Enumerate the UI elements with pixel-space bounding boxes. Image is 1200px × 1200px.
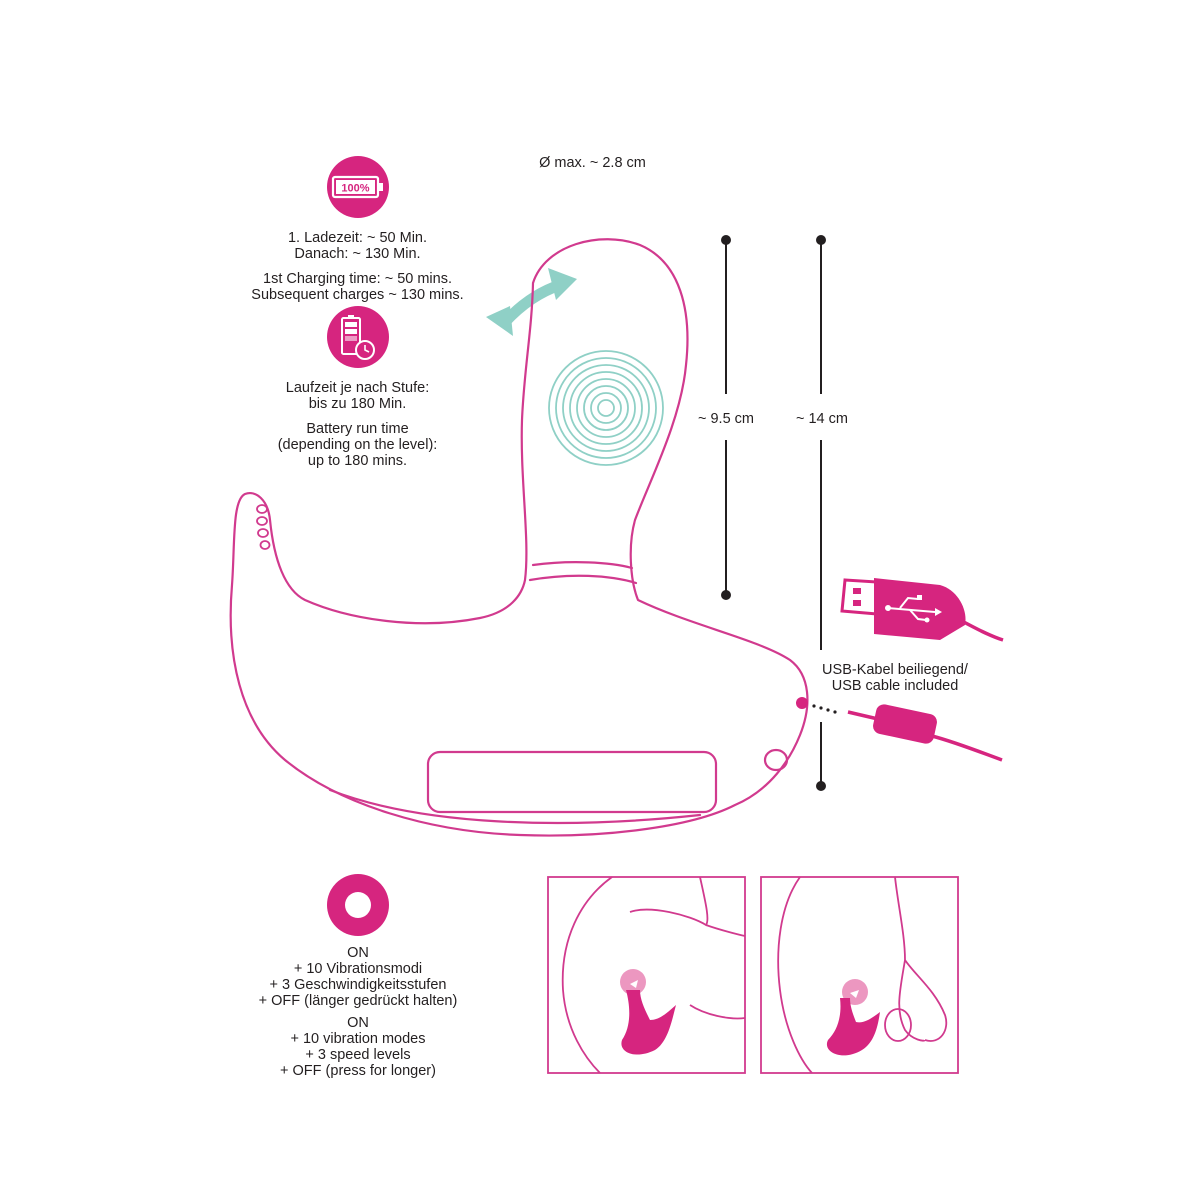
button-functions-text: ON + 10 Vibrationsmodi + 3 Geschwindigke… xyxy=(228,945,488,1079)
button-text-en-1: ON xyxy=(347,1015,369,1031)
charging-port xyxy=(796,697,837,714)
runtime-text-en-1: Battery run time xyxy=(306,421,409,437)
button-text-en-2: + 10 vibration modes xyxy=(290,1031,426,1047)
charging-text-en-2: Subsequent charges ~ 130 mins. xyxy=(251,287,464,303)
usb-cable-text: USB-Kabel beiliegend/ USB cable included xyxy=(805,662,985,694)
runtime-text-en-3: up to 180 mins. xyxy=(307,453,408,469)
battery-percent-label: 100% xyxy=(341,183,369,195)
runtime-text: Laufzeit je nach Stufe: bis zu 180 Min. … xyxy=(220,380,495,469)
button-text-de-1: ON xyxy=(347,945,369,961)
insertable-length-label: ~ 9.5 cm xyxy=(697,411,754,427)
device-outline xyxy=(229,238,809,837)
charging-text-de-1: 1. Ladezeit: ~ 50 Min. xyxy=(287,230,428,246)
charging-text-de-2: Danach: ~ 130 Min. xyxy=(294,246,421,262)
dimension-line-9-5 xyxy=(721,235,731,600)
charging-text: 1. Ladezeit: ~ 50 Min. Danach: ~ 130 Min… xyxy=(220,230,495,303)
button-text-en-4: + OFF (press for longer) xyxy=(280,1063,436,1079)
usb-cable-text-2: USB cable included xyxy=(831,678,959,694)
dimension-line-14 xyxy=(816,235,826,791)
battery-full-icon: 100% xyxy=(327,156,389,218)
usb-icon xyxy=(840,578,1004,642)
charging-plug xyxy=(847,704,1003,762)
perineum-nubs xyxy=(256,504,271,550)
button-text-de-2: + 10 Vibrationsmodi xyxy=(293,961,423,977)
button-text-en-3: + 3 speed levels xyxy=(305,1047,411,1063)
runtime-text-de-1: Laufzeit je nach Stufe: xyxy=(285,380,430,396)
total-length-label: ~ 14 cm xyxy=(796,411,848,427)
usb-cable-text-1: USB-Kabel beiliegend/ xyxy=(822,662,968,678)
power-button-icon xyxy=(327,874,389,936)
runtime-text-de-2: bis zu 180 Min. xyxy=(308,396,407,412)
battery-clock-icon xyxy=(327,306,389,368)
usage-illustration-left xyxy=(547,876,746,1074)
charging-text-en-1: 1st Charging time: ~ 50 mins. xyxy=(263,271,452,287)
usage-device-right xyxy=(826,979,880,1056)
button-text-de-4: + OFF (länger gedrückt halten) xyxy=(258,993,458,1009)
runtime-text-en-2: (depending on the level): xyxy=(277,437,438,453)
vibration-rings xyxy=(548,350,664,466)
diameter-label: Ø max. ~ 2.8 cm xyxy=(539,155,646,171)
usage-device-left xyxy=(620,969,676,1055)
button-text-de-3: + 3 Geschwindigkeitsstufen xyxy=(269,977,447,993)
usage-illustration-right xyxy=(760,876,959,1074)
